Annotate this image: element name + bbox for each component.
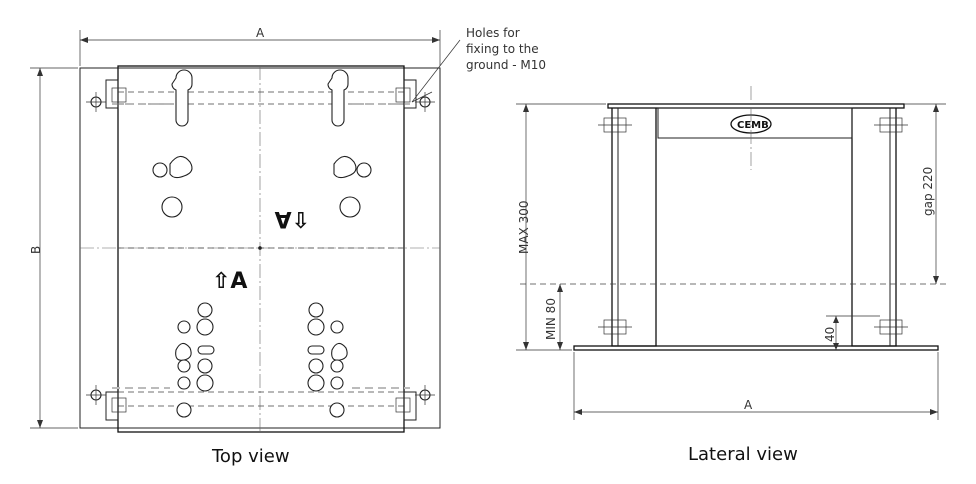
dimension-max: MAX 300	[516, 103, 606, 351]
lateral-view-caption: Lateral view	[688, 444, 798, 465]
dimension-b-label: B	[29, 246, 43, 254]
callout-line-3: ground - M10	[466, 58, 546, 72]
direction-marker-up: ⇧A	[212, 269, 247, 294]
fixing-hole	[86, 92, 106, 112]
callout-line-2: fixing to the	[466, 42, 539, 56]
center-label-plate	[657, 107, 853, 139]
base-plate	[573, 345, 939, 351]
lateral-view: CEMB MAX 300 MIN 80 gap 220	[516, 86, 948, 465]
dimension-a-top: A	[79, 26, 441, 66]
top-view: ⇧A ⇧A	[29, 26, 546, 467]
logo-text: CEMB	[737, 120, 769, 131]
dimension-a-label: A	[256, 26, 265, 40]
right-bracket	[851, 108, 897, 347]
callout-line-1: Holes for	[466, 26, 520, 40]
direction-marker-down: ⇧A	[275, 206, 310, 231]
min-label: MIN 80	[544, 298, 558, 340]
fixing-holes-callout: Holes for fixing to the ground - M10	[411, 26, 546, 103]
fixing-hole	[86, 385, 106, 405]
fixing-hole	[415, 92, 435, 112]
keyhole-slot	[171, 69, 193, 127]
dimension-a-bottom: A	[573, 352, 939, 420]
hole-cluster-left	[175, 302, 215, 418]
max-label: MAX 300	[517, 200, 531, 254]
top-plate	[607, 103, 905, 109]
hole-cluster-right	[307, 302, 348, 418]
dimension-b: B	[29, 67, 78, 429]
dimension-foot: 40	[823, 315, 880, 350]
dimension-a-bottom-label: A	[744, 398, 753, 412]
dimension-gap: gap 220	[904, 103, 946, 284]
foot-label: 40	[823, 327, 837, 342]
dimension-min: MIN 80	[544, 284, 563, 350]
gap-label: gap 220	[921, 167, 935, 216]
keyhole-slot	[327, 69, 349, 127]
support-plate-outline	[117, 65, 405, 433]
left-bracket	[611, 108, 657, 347]
fixing-hole	[415, 385, 435, 405]
top-view-caption: Top view	[211, 446, 290, 467]
